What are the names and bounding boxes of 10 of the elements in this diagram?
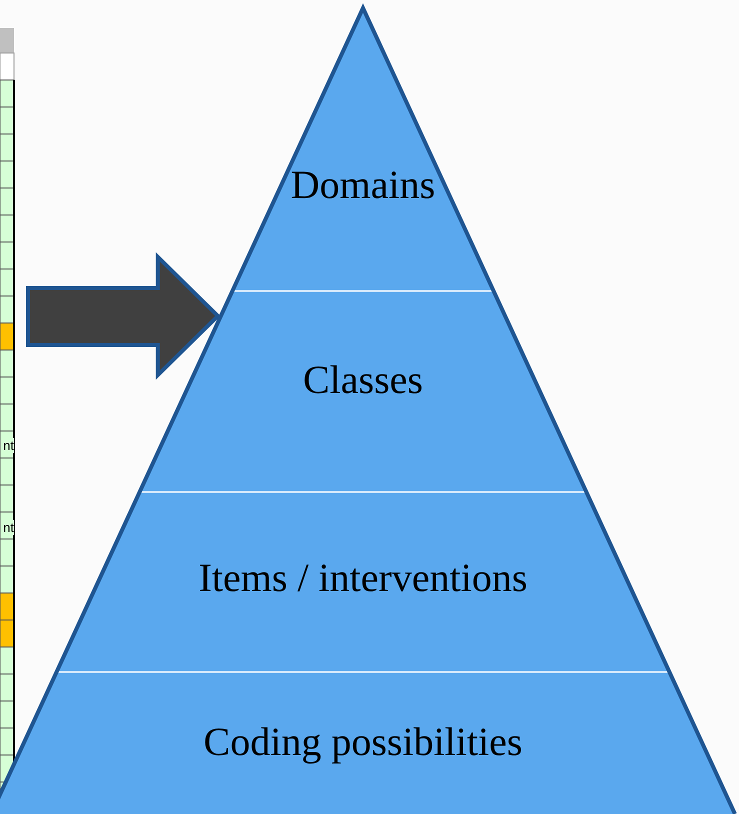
layer-label: Coding possibilities [204, 718, 522, 765]
layer-label: Domains [290, 161, 436, 208]
cell-text: nt [3, 520, 14, 535]
pyramid-layer [56, 492, 670, 672]
layer-label: Classes [302, 356, 423, 403]
pyramid-layer [140, 291, 586, 492]
block-arrow [26, 252, 221, 380]
layer-label: Items / interventions [198, 554, 528, 601]
pyramid-layer [0, 672, 735, 814]
cell-text: nt [3, 438, 14, 453]
